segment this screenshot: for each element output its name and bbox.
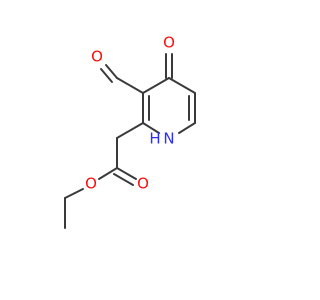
bond-ester-co-double — [113, 173, 134, 186]
bond-ester-c-o — [98, 167, 118, 180]
bond-ring-c3-c4 — [142, 77, 170, 94]
bond-formyl-c — [116, 77, 144, 94]
nitrogen-hydrogen-label: H — [149, 130, 160, 148]
bond-ring-c4-c5 — [168, 77, 196, 94]
bond-formyl-co — [105, 64, 118, 79]
bond-formyl-co-double — [100, 68, 113, 83]
chemical-structure: O O N H O O — [64, 34, 196, 229]
bond-ring-n1-c2 — [142, 122, 160, 134]
ketone-oxygen-label: O — [163, 34, 175, 52]
bond-ch2 — [116, 122, 144, 139]
bond-ester-co — [116, 167, 137, 180]
aldehyde-oxygen-label: O — [91, 48, 103, 66]
ester-carbonyl-oxygen-label: O — [137, 175, 149, 193]
bond-ring-c6-n1 — [178, 122, 196, 134]
bond-ethoxy-o-c — [64, 188, 84, 199]
ester-ether-oxygen-label: O — [85, 175, 97, 193]
ring-nitrogen-label: N — [163, 130, 174, 148]
